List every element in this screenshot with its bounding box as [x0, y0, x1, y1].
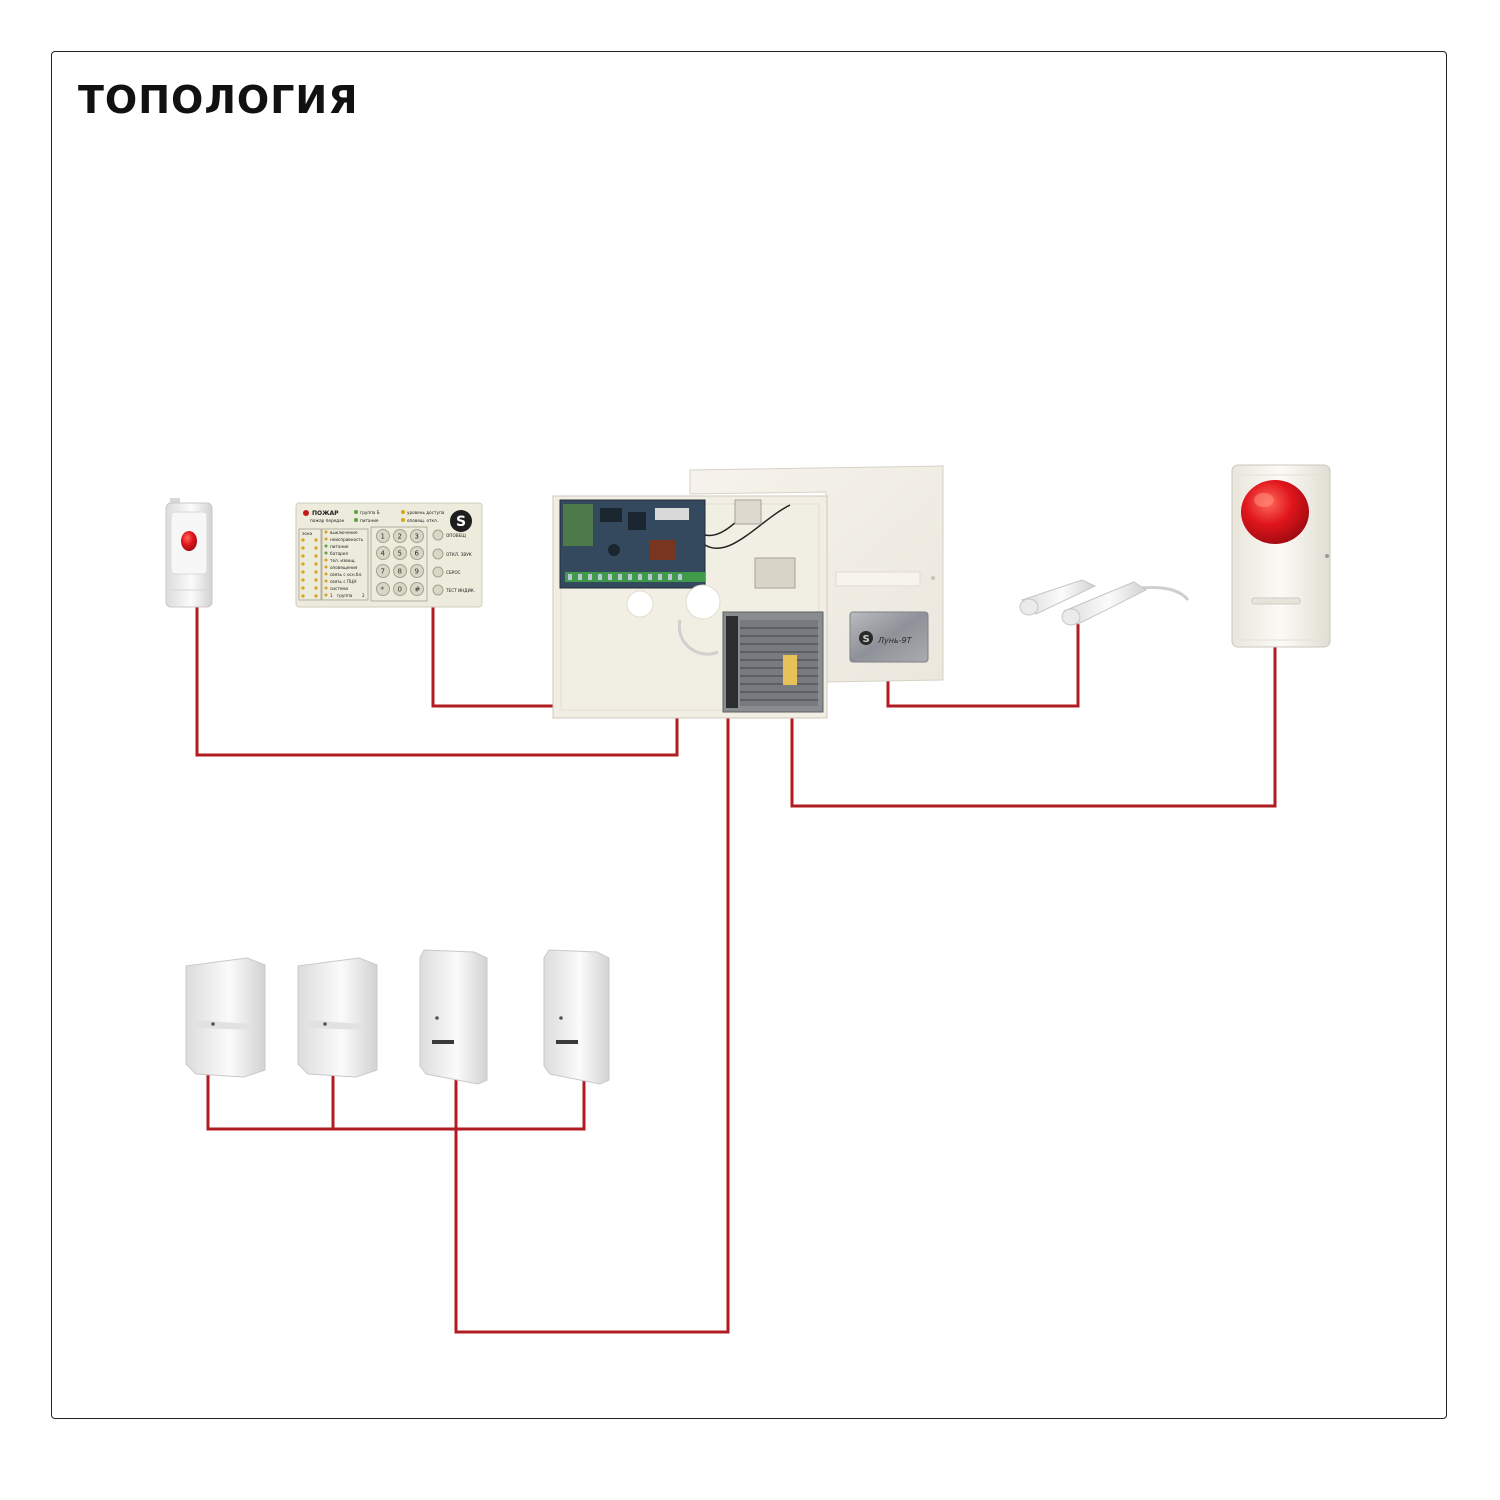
status-item: батарея: [330, 551, 348, 556]
siren-device: [1231, 464, 1331, 648]
panic-button-mount: [170, 498, 180, 506]
key-button[interactable]: #: [410, 582, 424, 596]
motion-detector-3: [419, 949, 488, 1085]
panic-button-red-icon: [181, 531, 197, 551]
status-item: выключение: [330, 530, 358, 535]
magnetic-contact-device: [1019, 579, 1190, 626]
keypad-device: ПОЖАР пожар передан группа Б питание уро…: [295, 502, 483, 608]
status-item: связь с осн.бл.: [330, 572, 362, 577]
svg-text:#: #: [415, 586, 421, 594]
panel-label-text: Лунь-9Т: [877, 636, 913, 645]
svg-text:8: 8: [398, 568, 402, 576]
control-panel-device: S Лунь-9Т: [552, 465, 944, 719]
panel-label-plate: [849, 611, 929, 663]
key-button[interactable]: 0: [393, 582, 407, 596]
status-item: питание: [330, 544, 349, 549]
keypad-function-buttons: ОПОВЕЩ ОТКЛ. ЗВУК СБРОС ТЕСТ ИНДИК.: [432, 529, 475, 596]
siren-red-light-icon: [1241, 480, 1309, 544]
wire-panic-button: [195, 606, 679, 757]
key-button[interactable]: 3: [410, 529, 424, 543]
motion-detector-2: [297, 957, 378, 1078]
svg-text:7: 7: [381, 568, 385, 576]
svg-text:*: *: [381, 586, 385, 594]
group-label: группа: [337, 593, 353, 598]
svg-text:СБРОС: СБРОС: [446, 570, 461, 575]
diagram-frame: [51, 51, 1447, 1419]
key-button[interactable]: 9: [410, 564, 424, 578]
keypad-fire-label: ПОЖАР: [312, 510, 339, 517]
keypad-access-label: уровень доступа: [407, 510, 445, 515]
status-item: тел. извещ.: [330, 558, 356, 563]
motion-detector-4: [543, 949, 610, 1085]
key-button[interactable]: 5: [393, 546, 407, 560]
wire-module: [886, 620, 1080, 708]
function-button[interactable]: СБРОС: [432, 566, 461, 578]
keypad-keys: 1 2 3 4 5 6 7 8 9 * 0 #: [376, 529, 424, 596]
wire-siren: [790, 644, 1277, 808]
svg-text:0: 0: [398, 586, 402, 594]
function-button[interactable]: ОТКЛ. ЗВУК: [432, 548, 472, 560]
svg-text:S: S: [863, 634, 870, 645]
panic-button-device: [165, 498, 213, 608]
key-button[interactable]: 8: [393, 564, 407, 578]
keypad-zone-label: зона: [302, 531, 313, 536]
keypad-notify-off-label: оповещ. откл.: [407, 518, 438, 523]
wire-detectors-bus: [206, 1068, 586, 1131]
svg-text:ОПОВЕЩ: ОПОВЕЩ: [446, 533, 466, 538]
key-button[interactable]: 2: [393, 529, 407, 543]
svg-text:9: 9: [415, 568, 419, 576]
svg-text:ТЕСТ ИНДИК.: ТЕСТ ИНДИК.: [445, 588, 475, 593]
svg-text:5: 5: [398, 550, 402, 558]
magnet-part: [1019, 579, 1097, 616]
key-button[interactable]: 6: [410, 546, 424, 560]
function-button[interactable]: ТЕСТ ИНДИК.: [432, 584, 475, 596]
group-number: 2: [362, 593, 365, 598]
key-button[interactable]: *: [376, 582, 390, 596]
key-button[interactable]: 1: [376, 529, 390, 543]
svg-text:6: 6: [415, 550, 420, 558]
motion-detector-1: [185, 957, 266, 1078]
key-button[interactable]: 7: [376, 564, 390, 578]
key-button[interactable]: 4: [376, 546, 390, 560]
function-button[interactable]: ОПОВЕЩ: [432, 529, 466, 541]
zone-led-column: [301, 538, 318, 598]
keypad-fire-sub-label: пожар передан: [310, 518, 345, 523]
svg-text:1: 1: [381, 533, 385, 541]
svg-text:4: 4: [381, 550, 386, 558]
keypad-group-b-label: группа Б: [360, 510, 380, 515]
page-title: ТОПОЛОГИЯ: [78, 78, 359, 122]
reed-switch-part: [1061, 581, 1147, 626]
group-number: 1: [330, 593, 333, 598]
wire-keypad: [431, 606, 555, 708]
svg-text:S: S: [456, 514, 466, 530]
svg-text:3: 3: [415, 533, 419, 541]
keypad-power-label: питание: [360, 518, 379, 523]
svg-text:2: 2: [398, 533, 402, 541]
svg-text:ОТКЛ. ЗВУК: ОТКЛ. ЗВУК: [446, 552, 472, 557]
status-list: выключение неисправность питание батарея…: [324, 530, 365, 598]
status-item: система: [330, 586, 349, 591]
wire-detectors-trunk: [454, 716, 730, 1334]
contact-cable: [1139, 586, 1190, 602]
status-item: неисправность: [330, 537, 364, 542]
power-supply-grille: [740, 620, 818, 706]
status-item: связь с ПЦН: [330, 579, 357, 584]
panel-logo-icon: [859, 631, 873, 645]
keypad-logo-icon: [450, 510, 472, 532]
status-item: оповещение: [330, 565, 358, 570]
